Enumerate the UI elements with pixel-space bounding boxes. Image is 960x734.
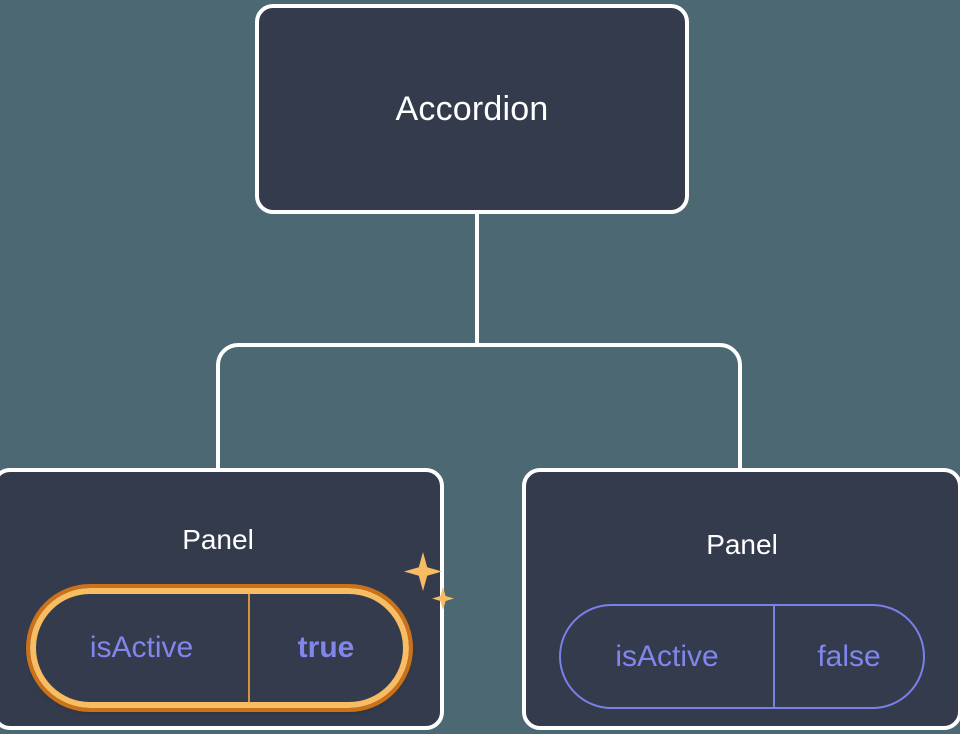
prop-pill-wrapper-inactive: isActive false xyxy=(559,604,925,709)
edge-to-panel-0 xyxy=(216,343,477,470)
node-panel-inactive[interactable]: Panel isActive false xyxy=(522,468,960,730)
prop-pill-isactive-false[interactable]: isActive false xyxy=(559,604,925,709)
edge-to-panel-1 xyxy=(477,343,742,470)
prop-pill-wrapper-active: isActive true xyxy=(25,552,454,712)
node-accordion[interactable]: Accordion xyxy=(255,4,689,214)
node-panel-active[interactable]: Panel isActive true xyxy=(0,468,454,730)
prop-pill-isactive-true[interactable]: isActive true xyxy=(25,584,413,712)
prop-value: true xyxy=(247,594,403,702)
prop-key: isActive xyxy=(615,639,719,673)
node-panel-inactive-label: Panel xyxy=(706,529,778,560)
node-accordion-label: Accordion xyxy=(395,90,549,128)
prop-key: isActive xyxy=(89,631,194,664)
node-panel-active-label: Panel xyxy=(182,524,254,555)
sparkles-icon xyxy=(403,552,454,610)
prop-value: false xyxy=(773,606,923,707)
